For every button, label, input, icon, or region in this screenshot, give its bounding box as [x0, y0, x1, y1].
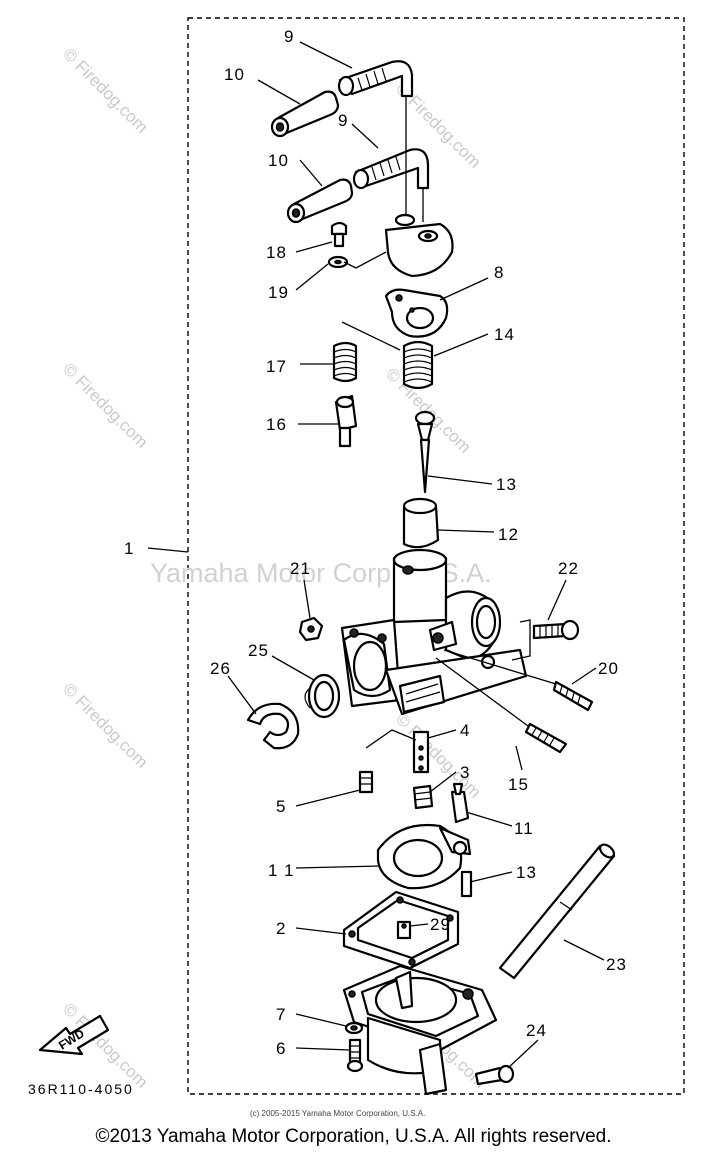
part-27-rubber-ring	[304, 673, 341, 719]
part-23-nut	[298, 616, 324, 642]
callout-label: 9	[284, 27, 294, 46]
callout-label: 19	[268, 283, 289, 302]
part-3-main-jet	[412, 784, 434, 810]
part-7-washer	[344, 1021, 364, 1035]
callout-label: 14	[494, 325, 515, 344]
part-22-screw	[552, 680, 594, 712]
small-copyright: (c) 2005-2015 Yamaha Motor Corporation, …	[250, 1109, 425, 1118]
callout-label: 17	[266, 357, 287, 376]
callout-label: 3	[460, 763, 470, 782]
callout-label: 10	[268, 151, 289, 170]
part-17-screw	[435, 649, 568, 754]
part-11-float	[376, 824, 472, 890]
callout-label: 2	[276, 919, 286, 938]
callout-label: 25	[248, 641, 269, 660]
callout-label: 24	[526, 1021, 547, 1040]
watermark: © Firedog.com	[59, 359, 151, 451]
watermark: © Firedog.com	[59, 44, 151, 136]
part-29-screw	[396, 920, 412, 940]
callout-label: 20	[598, 659, 619, 678]
part-20-screw	[330, 221, 348, 248]
part-1-carburetor-body	[340, 548, 528, 716]
callout-label: 9	[338, 111, 348, 130]
callout-label: 4	[460, 721, 470, 740]
callout-label: 8	[494, 263, 504, 282]
callout-label: 21	[290, 559, 311, 578]
callout-label: 13	[496, 475, 517, 494]
leader-lines	[147, 41, 605, 1069]
part-9-elbow-pipe-upper	[337, 60, 414, 98]
part-13-pin	[460, 870, 473, 898]
callout-label: 22	[558, 559, 579, 578]
part-14-throttle-valve	[402, 497, 440, 549]
callout-label: 13	[516, 863, 537, 882]
callout-label: 29	[430, 915, 451, 934]
callout-labels: 9 10 9 10 18 19 8 14 17 16 13 12 1 21 22…	[124, 27, 627, 1058]
callout-label: 16	[266, 415, 287, 434]
callout-label: 1	[124, 539, 134, 558]
copyright-footer: ©2013 Yamaha Motor Corporation, U.S.A. A…	[95, 1126, 612, 1147]
part-12-needle-valve	[450, 782, 470, 824]
part-21-washer	[327, 255, 349, 269]
part-9-elbow-pipe-lower	[352, 148, 430, 190]
reference-number: 36R110-4050	[28, 1081, 134, 1097]
callout-label: 18	[266, 243, 287, 262]
part-4-pilot-jet	[412, 730, 430, 774]
callout-label: 26	[210, 659, 231, 678]
part-15-needle	[414, 410, 436, 494]
callout-label: 1 1	[268, 861, 295, 880]
callout-label: 5	[276, 797, 286, 816]
callout-label: 6	[276, 1039, 286, 1058]
assembly-boundary	[187, 17, 685, 1095]
part-18-plunger	[334, 394, 358, 448]
watermark: © Firedog.com	[392, 709, 484, 801]
part-6-screw	[346, 1038, 364, 1073]
callout-label: 15	[508, 775, 529, 794]
callout-label: 7	[276, 1005, 286, 1024]
part-26-screw	[474, 1064, 515, 1086]
callout-label: 12	[498, 525, 519, 544]
callout-label: 23	[606, 955, 627, 974]
part-10-cap-lower	[286, 178, 354, 224]
watermark: © Firedog.com	[59, 679, 151, 771]
part-10-cap-upper	[270, 90, 340, 138]
float-bowl	[342, 964, 498, 1096]
part-16-spring	[402, 340, 434, 390]
callout-label: 10	[224, 65, 245, 84]
part-24-bolt	[532, 619, 580, 641]
part-25-drain-tube	[498, 843, 616, 980]
part-5-jet	[358, 770, 374, 794]
part-19-spring	[332, 341, 358, 383]
part-8-gasket	[384, 288, 449, 338]
part-28-clamp	[246, 702, 300, 750]
callout-label: 11	[514, 819, 534, 838]
top-cap	[384, 213, 454, 278]
